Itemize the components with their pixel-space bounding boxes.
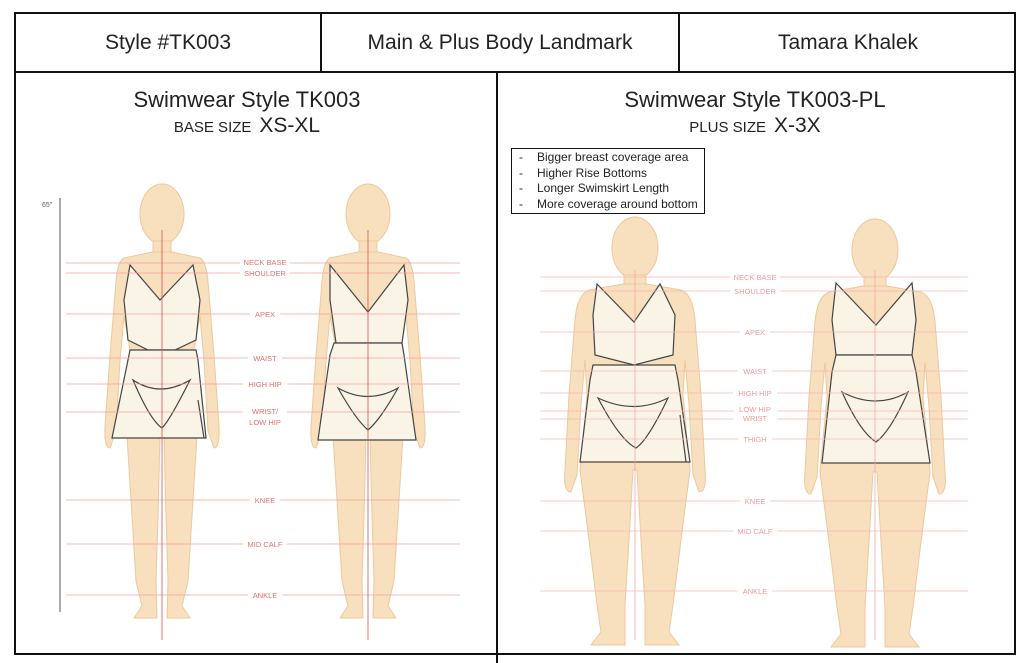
plus-landmark-wrist: WRIST (743, 414, 768, 423)
landmark-mid-calf: MID CALF (247, 540, 282, 549)
plus-landmark-apex: APEX (745, 328, 765, 337)
base-size-line: BASE SIZE XS-XL (16, 114, 478, 138)
plus-size-range: X-3X (774, 114, 821, 137)
plus-notes-box: Bigger breast coverage area Higher Rise … (511, 148, 705, 214)
base-size-range: XS-XL (259, 114, 321, 137)
landmark-knee: KNEE (255, 496, 275, 505)
landmark-ankle: ANKLE (253, 591, 278, 600)
landmark-apex: APEX (255, 310, 275, 319)
plus-note-item: Higher Rise Bottoms (516, 166, 700, 182)
landmark-neck-base: NECK BASE (244, 258, 287, 267)
plus-landmark-mid-calf: MID CALF (737, 527, 772, 536)
plus-landmark-neck-base: NECK BASE (734, 273, 777, 282)
designer-name: Tamara Khalek (777, 30, 919, 54)
style-number: Style #TK003 (104, 30, 232, 54)
plus-size-label: PLUS SIZE (689, 119, 766, 136)
base-landmark-labels: NECK BASE SHOULDER APEX WAIST HIGH HIP W… (240, 257, 290, 600)
panel-divider (496, 73, 498, 663)
landmark-low-hip: LOW HIP (249, 418, 281, 427)
plus-landmark-high-hip: HIGH HIP (738, 389, 771, 398)
designer-cell: Tamara Khalek (680, 14, 1016, 73)
height-note: 65" (42, 202, 53, 209)
plus-landmark-knee: KNEE (745, 497, 765, 506)
style-number-cell: Style #TK003 (16, 14, 322, 73)
landmark-wrist: WRIST/ (252, 407, 279, 416)
plus-landmark-shoulder: SHOULDER (734, 287, 776, 296)
plus-landmark-low-hip: LOW HIP (739, 405, 771, 414)
plus-panel-title: Swimwear Style TK003-PL (624, 87, 886, 112)
plus-note-item: Bigger breast coverage area (516, 150, 700, 166)
plus-note-item: More coverage around bottom (516, 197, 700, 213)
landmark-shoulder: SHOULDER (244, 269, 286, 278)
document-title: Main & Plus Body Landmark (367, 30, 633, 54)
plus-note-item: Longer Swimskirt Length (516, 181, 700, 197)
page-frame: Style #TK003 Main & Plus Body Landmark T… (14, 12, 1016, 663)
base-panel-title: Swimwear Style TK003 (133, 87, 361, 112)
plus-landmark-ankle: ANKLE (743, 587, 768, 596)
plus-landmark-thigh: THIGH (743, 435, 766, 444)
plus-landmark-waist: WAIST (743, 367, 767, 376)
landmark-waist: WAIST (253, 354, 277, 363)
plus-size-line: PLUS SIZE X-3X (496, 114, 1014, 138)
document-title-cell: Main & Plus Body Landmark (322, 14, 680, 73)
base-size-label: BASE SIZE (173, 119, 252, 136)
plus-garment-back (821, 281, 931, 464)
plus-landmark-labels: NECK BASE SHOULDER APEX WAIST HIGH HIP L… (730, 272, 780, 596)
landmark-high-hip: HIGH HIP (248, 380, 281, 389)
